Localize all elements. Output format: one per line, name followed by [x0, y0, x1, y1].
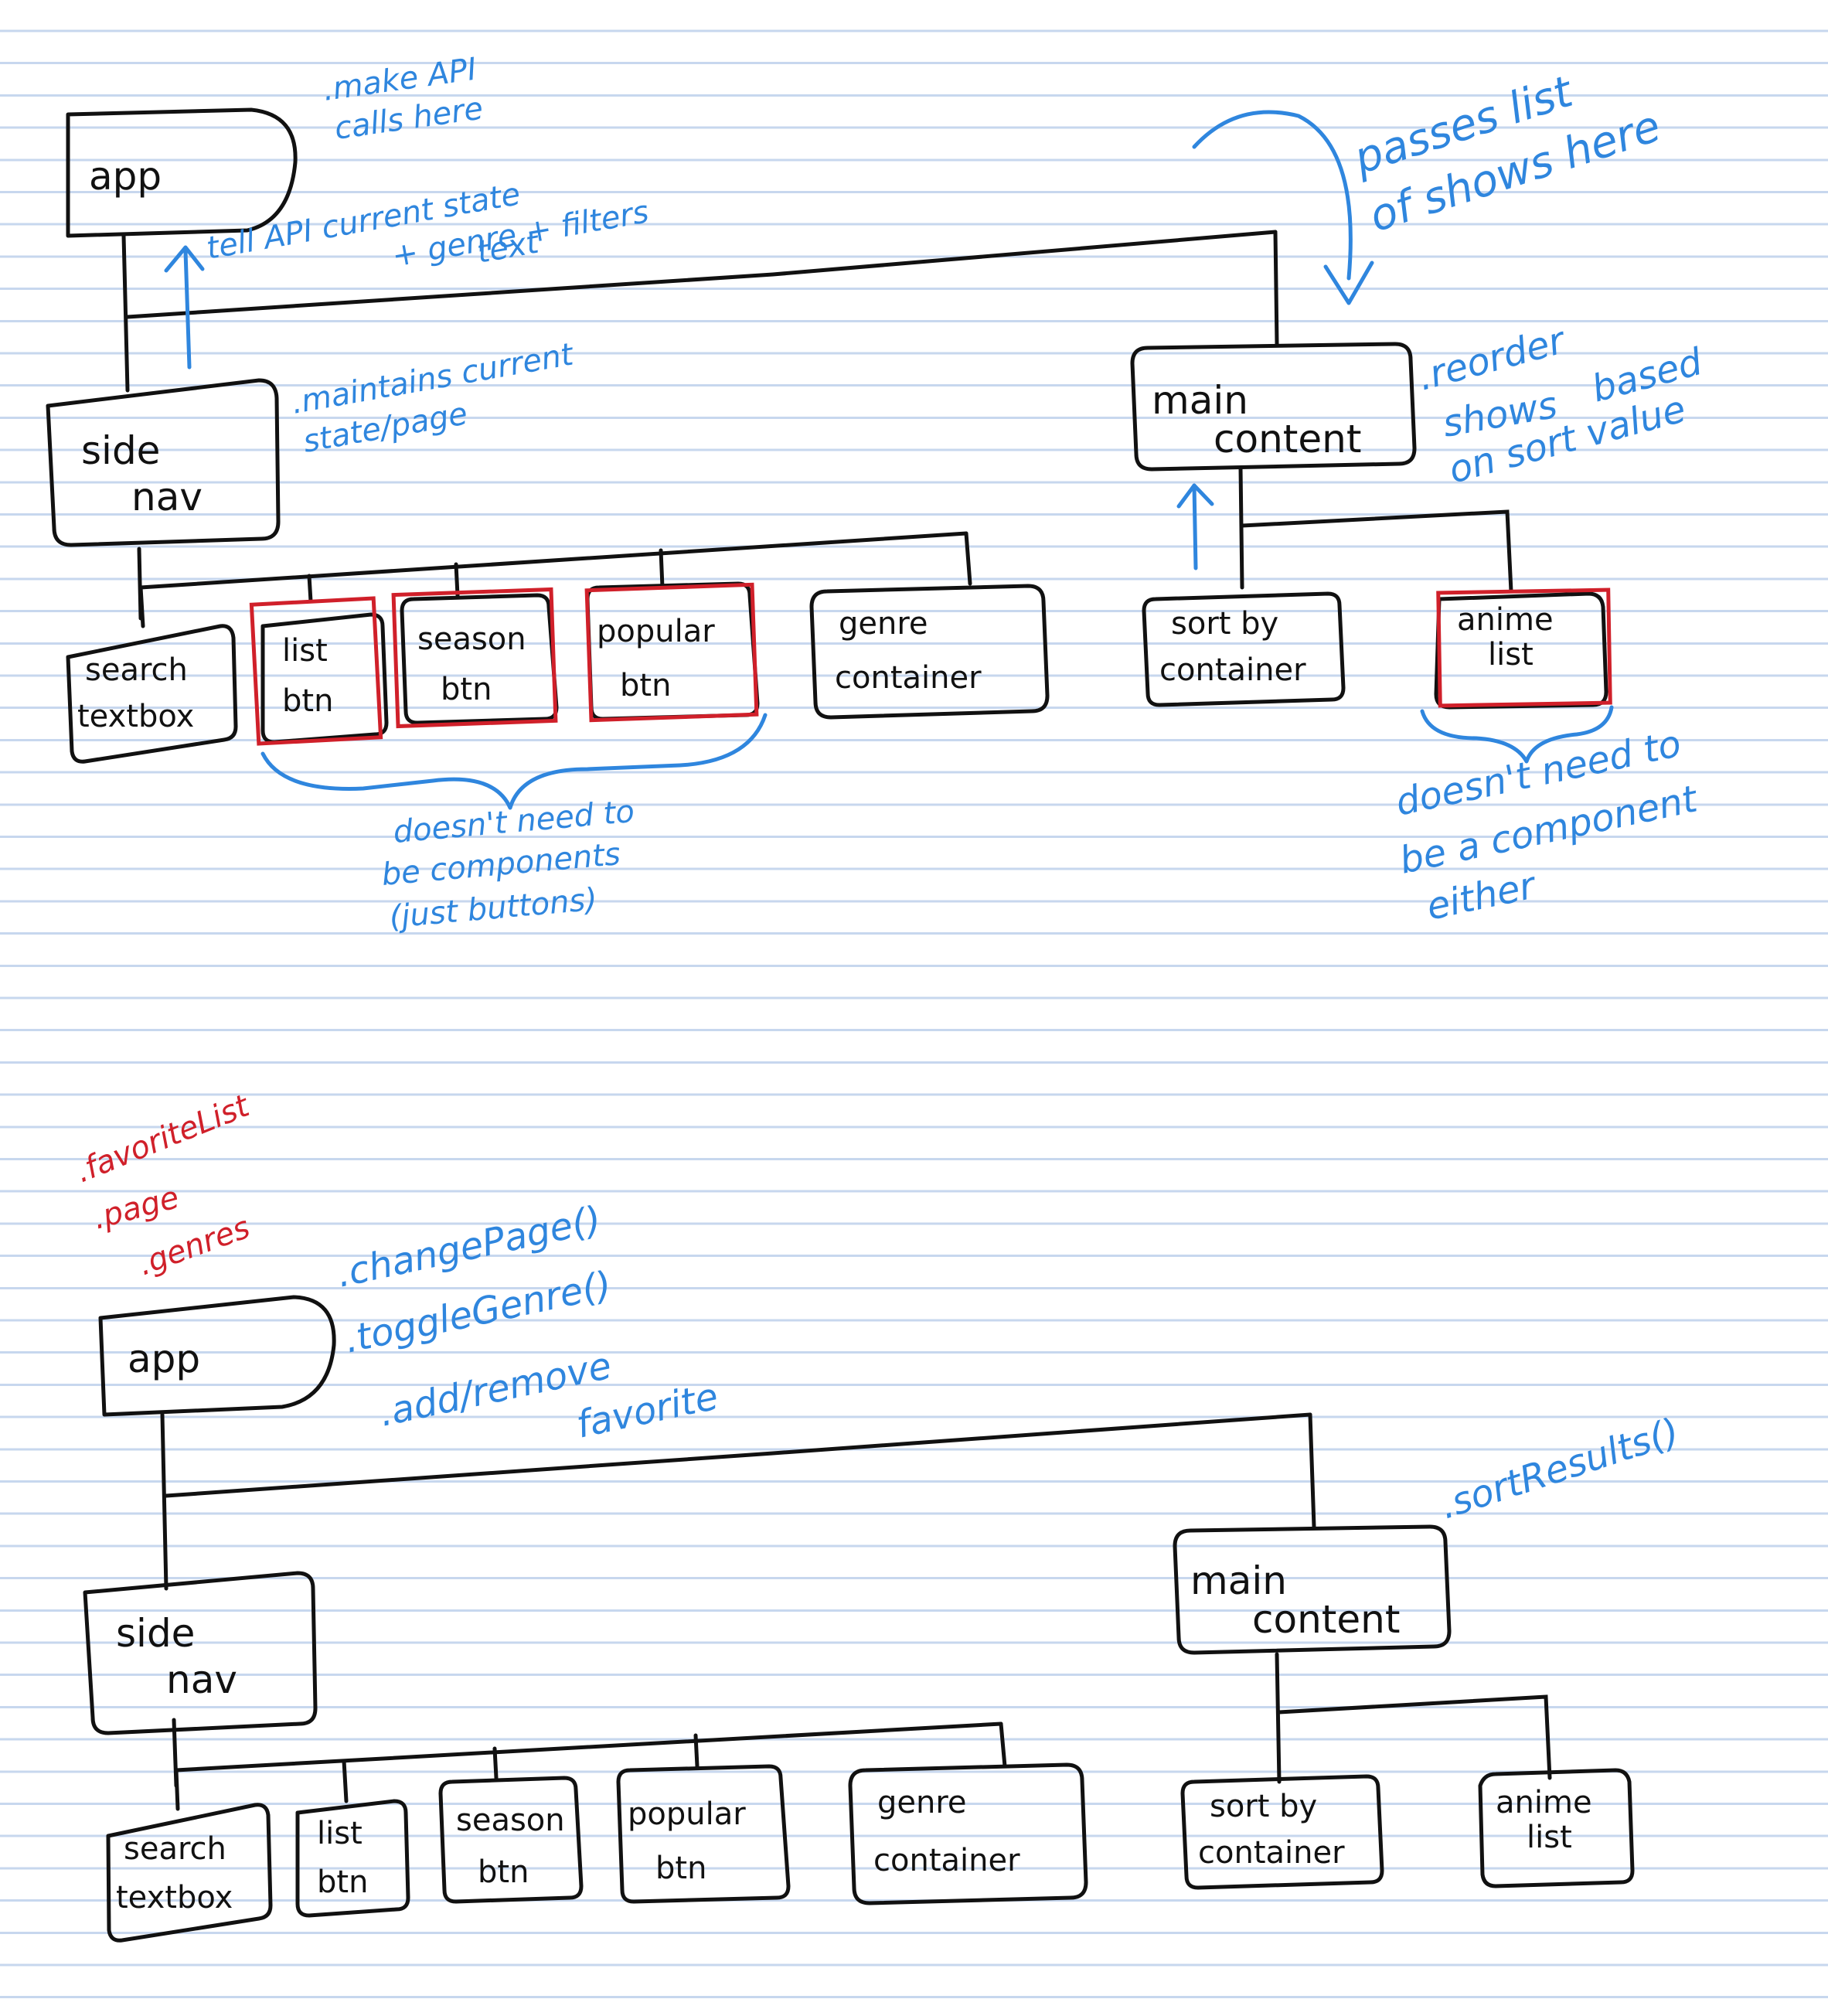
wire2-to-popular	[693, 1733, 700, 1769]
list-btn-red-highlight	[249, 596, 383, 746]
season-btn2-label-line1: season	[456, 1803, 565, 1838]
search-textbox2-box	[106, 1803, 273, 1943]
genre-container2-label-line1: genre	[877, 1785, 967, 1820]
genre-container-box	[809, 584, 1050, 720]
wire2-main-down	[1275, 1652, 1282, 1784]
search-textbox2-label-line1: search	[124, 1831, 226, 1867]
wire2-to-search	[174, 1768, 180, 1811]
list-btn-label-line2: btn	[282, 683, 333, 719]
anime-list2-label-line2: list	[1527, 1820, 1572, 1855]
popular-btn-box	[585, 581, 760, 721]
wire2-app-trunk	[160, 1412, 169, 1591]
diagram-1: app side nav main content search textbox…	[46, 52, 1707, 935]
brace-under-buttons	[260, 713, 768, 810]
arrow-curve-to-main-head	[1323, 261, 1374, 305]
side-nav-label-line1: side	[81, 428, 160, 473]
app-box	[66, 107, 298, 238]
popular-btn-label-line2: btn	[620, 668, 671, 703]
wire-to-list	[307, 574, 313, 604]
side-nav2-box	[83, 1571, 318, 1735]
genre-container-label-line2: container	[835, 660, 982, 696]
wire-to-season	[454, 562, 460, 598]
list-btn-label-line1: list	[282, 633, 328, 669]
genre-container2-box	[848, 1762, 1088, 1905]
brace-under-anime-list	[1420, 705, 1614, 764]
season-btn-red-highlight	[391, 587, 558, 729]
side-nav2-label-line1: side	[116, 1611, 195, 1656]
wire-main-bus	[1240, 509, 1513, 594]
list-btn2-label-line2: btn	[317, 1864, 368, 1900]
genre-container-label-line1: genre	[839, 606, 928, 642]
search-textbox-label-line2: textbox	[77, 699, 194, 734]
wire2-sidenav-bus	[174, 1721, 1003, 1773]
main-content-label-line2: content	[1214, 417, 1361, 461]
anime-list-red-highlight	[1436, 587, 1612, 708]
wire2-to-list	[342, 1759, 349, 1803]
side-nav-label-line2: nav	[131, 475, 203, 519]
popular-btn-red-highlight	[584, 582, 759, 723]
main-content2-label-line1: main	[1190, 1558, 1287, 1603]
main-content2-label-line2: content	[1252, 1597, 1400, 1642]
wire-main-drop	[1273, 230, 1279, 346]
wire-to-search	[138, 585, 145, 628]
popular-btn2-box	[616, 1764, 791, 1904]
main-content-label-line1: main	[1152, 378, 1248, 423]
search-textbox-box	[66, 624, 238, 764]
arrow-curve-to-main	[1192, 110, 1353, 281]
side-nav2-label-line2: nav	[166, 1657, 237, 1702]
wire-app-bus	[125, 230, 1278, 319]
method-note-sortresults: .sortResults()	[1435, 1410, 1684, 1527]
wire2-main-bus	[1277, 1694, 1552, 1780]
list-btn2-label-line1: list	[317, 1816, 363, 1851]
sort-by-container2-box	[1180, 1774, 1384, 1890]
list-btn-box	[260, 612, 389, 744]
state-note-page: .page	[90, 1180, 183, 1237]
search-textbox2-label-line2: textbox	[116, 1880, 233, 1916]
note-buttons-line3: (just buttons)	[388, 882, 599, 935]
arrow-up-to-app-head	[164, 245, 205, 273]
anime-list2-label-line1: anime	[1496, 1785, 1592, 1820]
arrow-up-to-main-content-head	[1176, 483, 1214, 509]
sort-by-container2-label-line1: sort by	[1210, 1789, 1317, 1824]
sort-by-container2-label-line2: container	[1198, 1835, 1345, 1871]
wire-app-trunk	[121, 233, 130, 393]
anime-list-label-line2: list	[1488, 637, 1534, 673]
sort-by-container-label-line1: sort by	[1171, 606, 1278, 642]
app2-box	[98, 1295, 336, 1417]
app-label: app	[89, 154, 162, 199]
wire-sidenav-bus	[138, 531, 968, 590]
diagram-2: app side nav main content search textbox…	[71, 1088, 1684, 1943]
genre-container2-label-line2: container	[873, 1843, 1020, 1878]
wire-to-popular	[659, 548, 665, 590]
season-btn-label-line2: btn	[441, 672, 492, 707]
anime-list-label-line1: anime	[1457, 602, 1554, 638]
state-note-favoritelist: .favoriteList	[71, 1088, 255, 1190]
popular-btn2-label-line1: popular	[628, 1796, 746, 1832]
season-btn2-box	[438, 1776, 584, 1904]
arrow-up-to-main-content	[1192, 483, 1198, 570]
list-btn2-box	[295, 1799, 410, 1918]
sort-by-container-label-line2: container	[1159, 652, 1306, 688]
anime-list2-box	[1478, 1768, 1635, 1888]
season-btn2-label-line2: btn	[478, 1854, 529, 1890]
wire2-app-bus	[164, 1412, 1312, 1498]
wire2-to-season	[492, 1746, 499, 1780]
wire2-to-genre	[999, 1721, 1007, 1769]
wire2-main-drop	[1308, 1412, 1316, 1529]
app2-label: app	[128, 1337, 200, 1381]
wire-main-down	[1238, 465, 1244, 590]
main-content2-box	[1173, 1524, 1452, 1655]
arrow-up-to-app	[183, 249, 192, 369]
search-textbox-label-line1: search	[85, 652, 188, 688]
season-btn-label-line1: season	[417, 621, 526, 657]
popular-btn-label-line1: popular	[597, 614, 715, 649]
popular-btn2-label-line2: btn	[655, 1851, 706, 1886]
sort-by-container-box	[1142, 591, 1346, 707]
main-content-box	[1130, 342, 1417, 472]
side-nav-box	[46, 378, 281, 547]
wire-to-genre	[964, 531, 972, 586]
